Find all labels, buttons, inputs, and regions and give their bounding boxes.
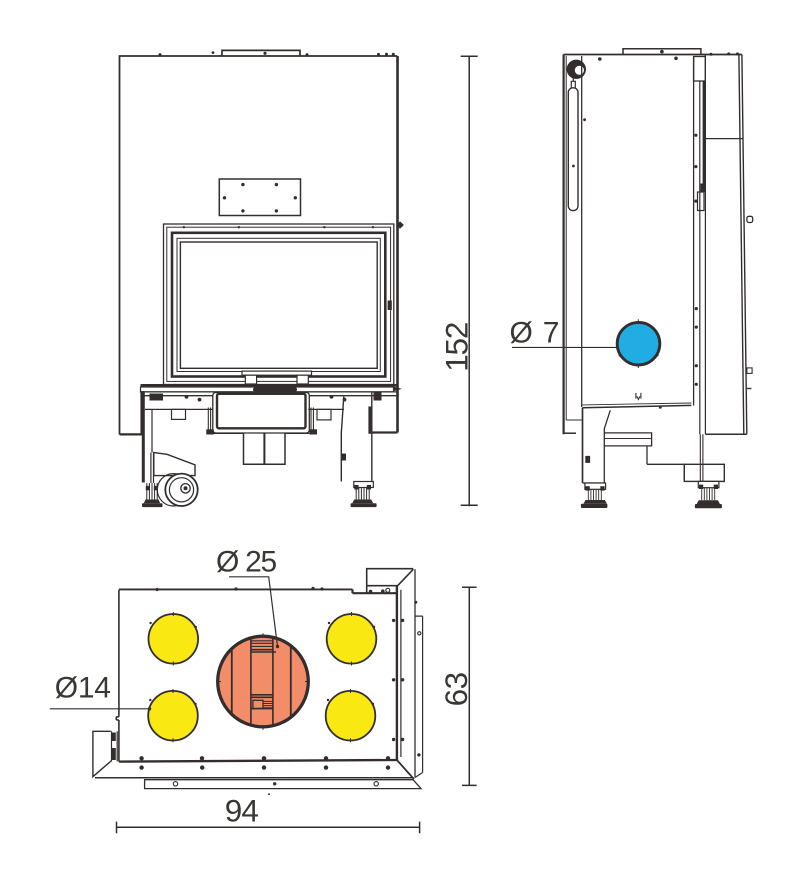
svg-text:63: 63 [438,672,474,706]
svg-text:Ø 7: Ø 7 [510,316,561,349]
svg-text:Ø14: Ø14 [55,672,111,705]
svg-text:94: 94 [225,792,259,828]
svg-text:152: 152 [439,323,475,372]
svg-text:Ø 25: Ø 25 [216,545,276,578]
